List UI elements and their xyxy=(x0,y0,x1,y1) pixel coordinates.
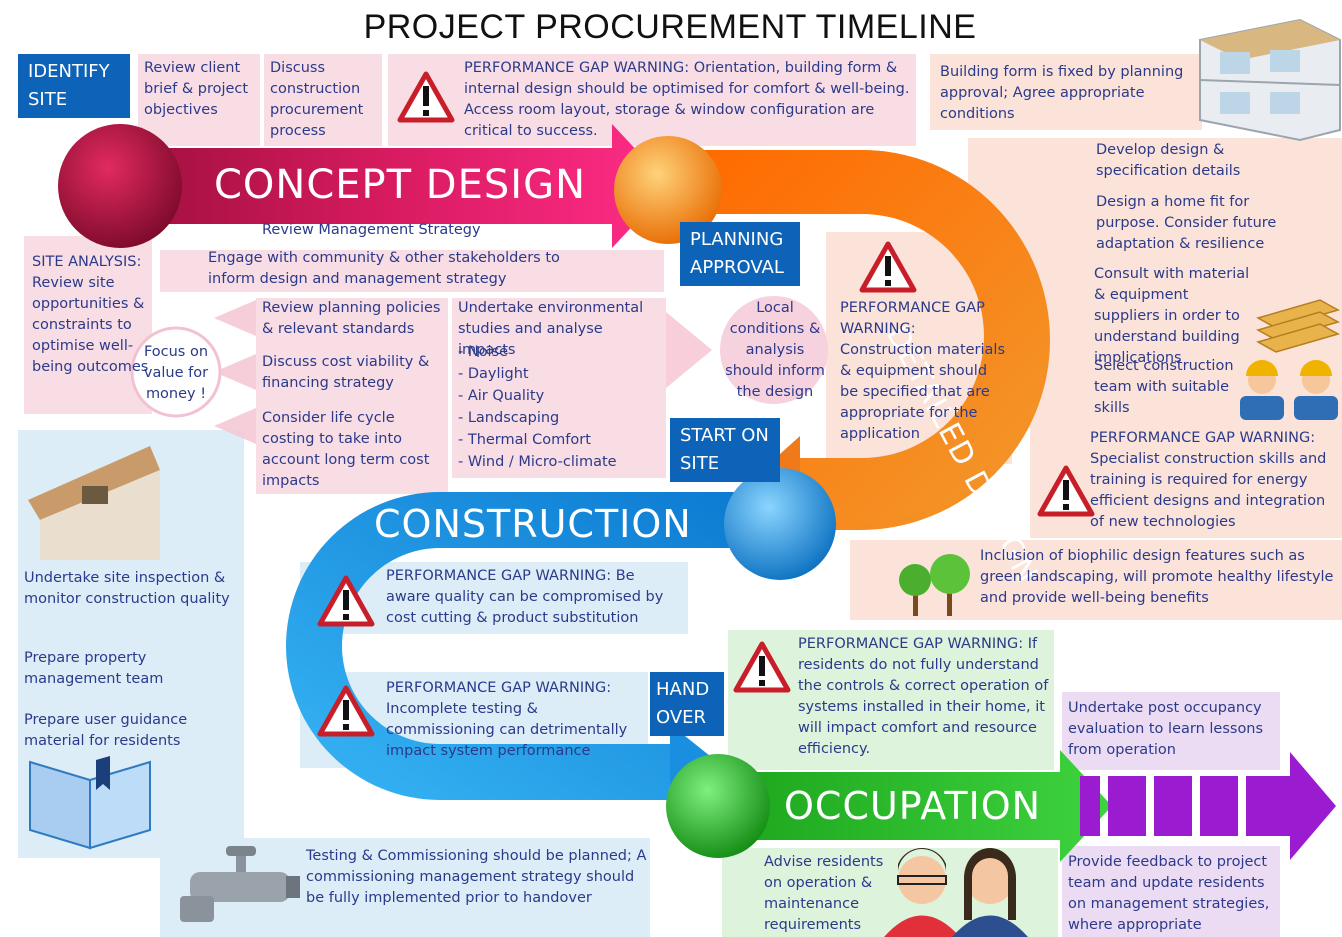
biophilic-text: Inclusion of biophilic design features s… xyxy=(980,548,1334,606)
discuss-procurement-text: Discuss construction procurement process xyxy=(270,60,364,139)
stage-concept-design: CONCEPT DESIGN xyxy=(214,162,586,208)
life-cycle-text: Consider life cycle costing to take into… xyxy=(262,410,430,489)
procurement-box xyxy=(264,54,382,146)
tag-planning-line1: PLANNING xyxy=(690,229,784,250)
env-item-air-quality: - Air Quality xyxy=(458,388,545,404)
env-box xyxy=(452,298,666,478)
concept-flow-arrows xyxy=(214,300,712,444)
env-item-thermal: - Thermal Comfort xyxy=(458,432,591,448)
focus-value-circle xyxy=(130,326,222,418)
handover-ball xyxy=(666,754,770,858)
warning-1-box xyxy=(388,54,916,146)
review-brief-text: Review client brief & project objectives xyxy=(144,60,249,118)
warning-orientation-text: PERFORMANCE GAP WARNING: Orientation, bu… xyxy=(464,60,910,139)
post-occupancy-text: Undertake post occupancy evaluation to l… xyxy=(1068,700,1264,758)
local-conditions-circle xyxy=(720,296,828,404)
engage-box xyxy=(160,250,664,292)
tag-handover-line2: OVER xyxy=(656,707,707,728)
focus-value-text: Focus on value for money ! xyxy=(143,344,209,402)
local-conditions-text: Local conditions & analysis should infor… xyxy=(725,300,825,400)
tag-hand-over: HAND OVER xyxy=(650,672,724,736)
stage-occupation: OCCUPATION xyxy=(784,784,1042,828)
env-item-noise: - Noise xyxy=(458,344,509,360)
tag-identify-site-line1: IDENTIFY xyxy=(28,61,110,82)
property-team-text: Prepare property management team xyxy=(24,650,164,687)
detailed-band xyxy=(700,150,1048,522)
feedback-box xyxy=(1062,846,1280,937)
residents-icon xyxy=(884,848,1028,937)
warning-testing-text: PERFORMANCE GAP WARNING: Incomplete test… xyxy=(386,680,628,759)
workers-icon xyxy=(1240,360,1338,420)
stage-construction: CONSTRUCTION xyxy=(374,502,692,546)
tag-handover-line1: HAND xyxy=(656,679,710,700)
warning-quality-text: PERFORMANCE GAP WARNING: Be aware qualit… xyxy=(386,568,664,626)
env-studies-title: Undertake environmental studies and anal… xyxy=(458,300,644,358)
site-analysis-text: SITE ANALYSIS: Review site opportunities… xyxy=(32,254,149,375)
tap-icon xyxy=(180,846,300,922)
feedback-text: Provide feedback to project team and upd… xyxy=(1068,854,1270,933)
start-on-site-ball xyxy=(724,468,836,580)
home-fit-text: Design a home fit for purpose. Consider … xyxy=(1096,194,1277,252)
testing-planned-text: Testing & Commissioning should be planne… xyxy=(306,848,647,906)
tag-planning-line2: APPROVAL xyxy=(690,257,784,278)
site-inspection-text: Undertake site inspection & monitor cons… xyxy=(24,570,230,607)
warning-residents-text: PERFORMANCE GAP WARNING: If residents do… xyxy=(798,636,1049,757)
trees-icon xyxy=(899,554,970,616)
site-analysis-box xyxy=(24,236,152,414)
env-item-wind: - Wind / Micro-climate xyxy=(458,454,617,470)
timber-icon xyxy=(1256,299,1340,353)
tag-start-line2: SITE xyxy=(680,453,720,474)
develop-design-text: Develop design & specification details xyxy=(1096,142,1241,179)
occupation-warning-box xyxy=(728,630,1054,770)
engage-community-text: Engage with community & other stakeholde… xyxy=(208,250,560,287)
skills-warning-box xyxy=(1030,428,1342,538)
tag-start-line1: START ON xyxy=(680,425,769,446)
tag-identify-site: IDENTIFY SITE xyxy=(18,54,130,118)
concept-arrow xyxy=(110,124,670,248)
user-guidance-text: Prepare user guidance material for resid… xyxy=(24,712,188,749)
env-item-landscaping: - Landscaping xyxy=(458,410,560,426)
post-occupancy-box xyxy=(1062,692,1280,770)
review-policies-text: Review planning policies & relevant stan… xyxy=(262,300,441,337)
identify-site-ball xyxy=(58,124,182,248)
env-item-daylight: - Daylight xyxy=(458,366,529,382)
discuss-cost-text: Discuss cost viability & financing strat… xyxy=(262,354,430,391)
policies-box xyxy=(256,298,448,494)
building-icon xyxy=(1199,18,1341,142)
building-form-box xyxy=(930,54,1202,130)
advise-residents-text: Advise residents on operation & maintena… xyxy=(764,854,884,933)
roof-section-icon xyxy=(28,446,160,560)
warning-skills-text: PERFORMANCE GAP WARNING: Specialist cons… xyxy=(1090,430,1327,530)
page-title: PROJECT PROCUREMENT TIMELINE xyxy=(363,8,977,46)
post-occupancy-arrow xyxy=(1080,752,1336,860)
review-brief-box xyxy=(138,54,260,146)
building-form-text: Building form is fixed by planning appro… xyxy=(940,64,1184,122)
warning-exclamations xyxy=(343,86,1069,730)
select-team-text: Select construction team with suitable s… xyxy=(1094,358,1234,416)
consult-suppliers-text: Consult with material & equipment suppli… xyxy=(1094,266,1250,366)
planning-approval-ball xyxy=(614,136,722,244)
tag-planning-approval: PLANNING APPROVAL xyxy=(680,222,800,286)
occupation-arrow xyxy=(720,750,1112,862)
tag-identify-site-line2: SITE xyxy=(28,89,68,110)
warning-materials-text: PERFORMANCE GAP WARNING: Construction ma… xyxy=(840,300,1006,442)
review-management-text: Review Management Strategy xyxy=(262,222,481,238)
guidance-book-icon xyxy=(29,756,151,850)
tag-start-on-site: START ON SITE xyxy=(670,418,780,482)
